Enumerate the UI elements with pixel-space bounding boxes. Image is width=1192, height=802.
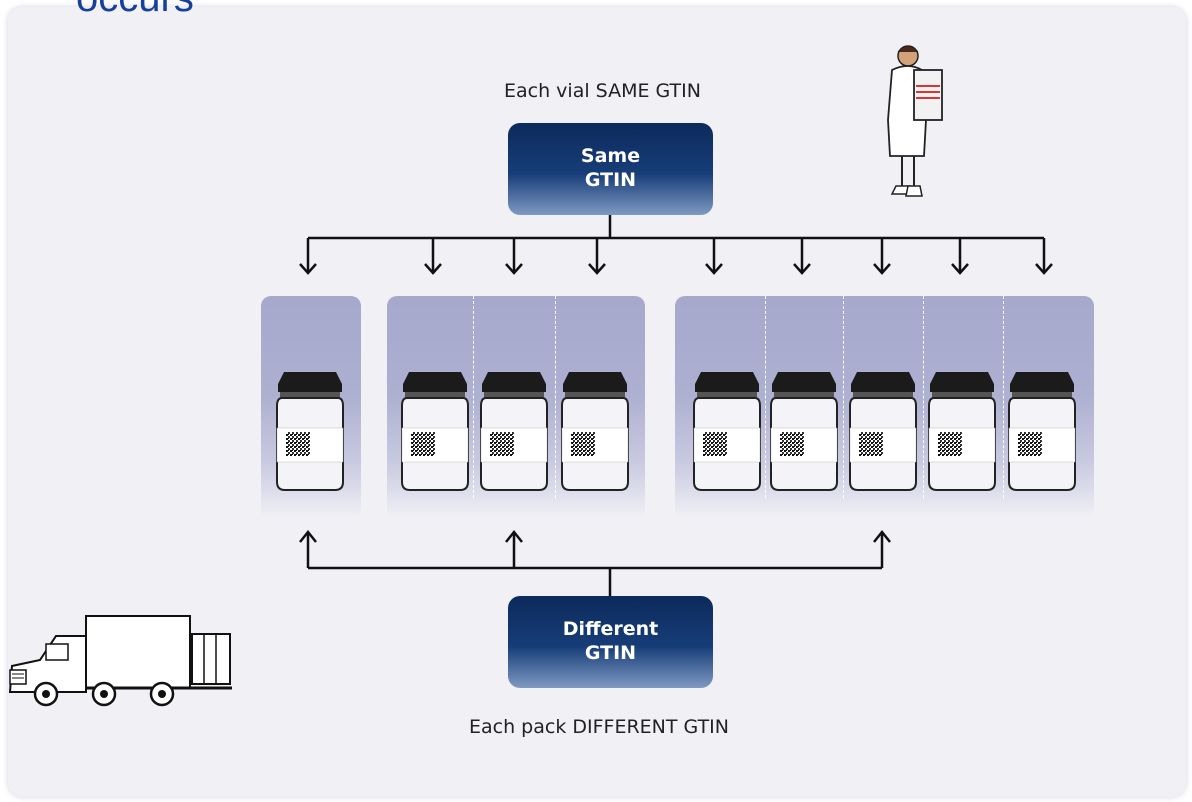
pack-divider bbox=[555, 296, 556, 498]
pack-divider bbox=[473, 296, 474, 498]
same-gtin-line1: Same bbox=[580, 145, 641, 168]
pack-divider bbox=[843, 296, 844, 498]
same-gtin-box: Same GTIN bbox=[508, 123, 713, 215]
bottom-caption: Each pack DIFFERENT GTIN bbox=[469, 716, 729, 738]
top-caption: Each vial SAME GTIN bbox=[504, 80, 701, 102]
different-gtin-line2: GTIN bbox=[584, 642, 637, 664]
vials bbox=[276, 371, 1076, 491]
slide-title: occurs bbox=[76, 0, 194, 18]
same-gtin-connector bbox=[299, 215, 1053, 275]
nurse-scanning-box-icon bbox=[887, 45, 943, 197]
pack-divider bbox=[1003, 296, 1004, 498]
pack-divider bbox=[923, 296, 924, 498]
same-gtin-line2: GTIN bbox=[584, 169, 637, 191]
different-gtin-box: Different GTIN bbox=[508, 596, 713, 688]
different-gtin-line1: Different bbox=[562, 618, 659, 641]
different-gtin-connector bbox=[299, 529, 891, 596]
delivery-truck-icon bbox=[8, 615, 232, 707]
pack-divider bbox=[765, 296, 766, 498]
